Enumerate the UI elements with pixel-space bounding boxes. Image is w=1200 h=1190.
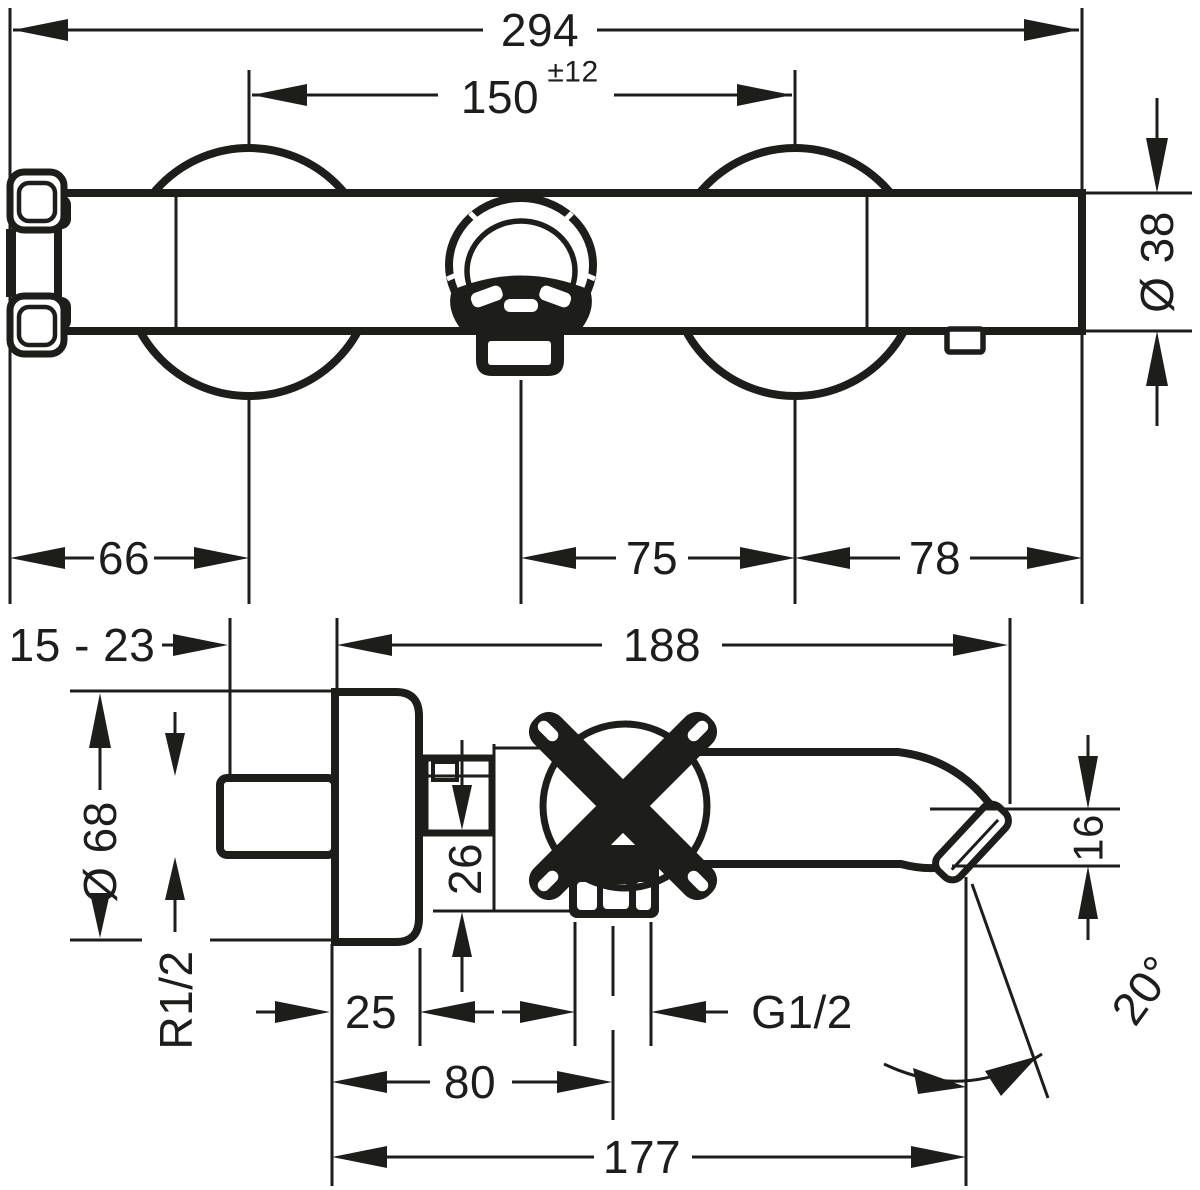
- dim-15-23-label: 15 - 23: [9, 619, 156, 671]
- wall-nipple: [216, 774, 339, 859]
- arrowhead-left: [332, 1146, 387, 1168]
- dim-188: 188: [335, 618, 1012, 804]
- arrowhead-down: [1146, 138, 1168, 193]
- arrowhead-down: [90, 893, 110, 938]
- arrowhead-down: [452, 785, 472, 830]
- arrowhead-right: [1024, 19, 1079, 41]
- dim-20deg: 20°: [883, 883, 1185, 1099]
- dim-g12: G1/2: [502, 922, 853, 1120]
- arrowhead-up: [89, 693, 111, 748]
- arrowhead-right: [911, 1146, 966, 1168]
- arm-slot: [687, 720, 709, 742]
- dim-66-label: 66: [98, 532, 150, 584]
- arrowhead-left: [337, 634, 392, 656]
- arrowhead-down: [1078, 756, 1098, 809]
- arrowhead: [521, 547, 576, 569]
- upper-union-inner: [16, 180, 58, 224]
- dim-68: Ø 68: [70, 689, 332, 942]
- arrowhead: [795, 547, 850, 569]
- grip-slot-right: [539, 285, 572, 308]
- dim-80: 80: [332, 1056, 612, 1108]
- dim-150-tolerance-label: ±12: [547, 56, 598, 89]
- handle-flange-circle: [539, 720, 711, 892]
- arrowhead-arc-left: [913, 1068, 966, 1094]
- dim-15-23: 15 - 23: [9, 619, 228, 671]
- angle-reference-line: [970, 883, 1050, 1099]
- dim-75-label: 75: [626, 532, 678, 584]
- arrowhead-up: [452, 912, 472, 957]
- arm-slot: [687, 870, 709, 892]
- dim-26: 26: [433, 740, 548, 992]
- arrowhead-down: [165, 733, 185, 776]
- wall-union-brackets: [6, 168, 71, 358]
- arrowhead-up: [1078, 866, 1098, 919]
- dim-25: 25: [256, 948, 494, 1046]
- cross-handle: [528, 711, 718, 901]
- arrowhead: [740, 547, 795, 569]
- arm-slot: [537, 870, 559, 892]
- dim-r12-label: R1/2: [150, 950, 202, 1049]
- ring-notches: [445, 211, 597, 282]
- dim-177: 177: [330, 877, 968, 1186]
- arrowhead-right: [953, 634, 1008, 656]
- dim-20deg-label: 20°: [1101, 946, 1185, 1034]
- arrowhead: [10, 547, 65, 569]
- grip-slot-center: [504, 299, 538, 312]
- dim-68-label: Ø 68: [74, 801, 126, 903]
- arm-slot: [537, 720, 559, 742]
- dim-row-66-75-78: 66 75 78: [10, 380, 1082, 604]
- handle-arm-nw-se: [528, 711, 718, 901]
- dim-150-label: 150: [461, 71, 539, 123]
- dim-16: 16: [930, 735, 1120, 940]
- handle-collar-window: [488, 341, 551, 365]
- dim-188-label: 188: [623, 619, 701, 671]
- arrowhead-up: [1146, 331, 1168, 386]
- escutcheon-side: [331, 688, 423, 946]
- dim-294-label: 294: [501, 4, 579, 56]
- dim-38-label: Ø 38: [1131, 211, 1183, 313]
- outlet-slot: [577, 882, 597, 910]
- connector-flat: [431, 760, 459, 782]
- arrowhead-right: [275, 1001, 330, 1023]
- arrowhead: [1027, 547, 1082, 569]
- dim-38: Ø 38: [1086, 98, 1192, 426]
- dim-78-label: 78: [909, 532, 961, 584]
- arrowhead-right: [737, 84, 792, 106]
- dim-150: 150 ±12: [247, 56, 797, 146]
- arrowhead-right: [557, 1071, 612, 1093]
- arrowhead-up: [165, 857, 185, 900]
- arrowhead-left: [13, 19, 68, 41]
- dim-g12-label: G1/2: [751, 986, 853, 1038]
- mouth-inner-line: [950, 818, 1000, 871]
- dim-r12: R1/2: [150, 712, 202, 1050]
- dim-294: 294: [8, 4, 1084, 604]
- arrowhead-left: [651, 1001, 706, 1023]
- side-view: 15 - 23 188 Ø 68: [9, 618, 1185, 1186]
- arrowhead-left: [420, 1001, 475, 1023]
- dim-80-label: 80: [444, 1056, 496, 1108]
- dim-25-label: 25: [345, 986, 397, 1038]
- body-latch-detail: [944, 326, 986, 355]
- dim-177-label: 177: [603, 1131, 681, 1183]
- handle-front: [445, 194, 597, 376]
- grip-slot-left: [470, 285, 503, 308]
- spout-fill: [700, 752, 1003, 872]
- dim-26-label: 26: [439, 843, 491, 895]
- arrowhead-arc-right: [985, 1056, 1038, 1096]
- arrowhead-left: [332, 1071, 387, 1093]
- arrowhead: [173, 634, 228, 656]
- arrowhead-left: [252, 84, 307, 106]
- arrowhead-right: [520, 1001, 575, 1023]
- lower-union-inner: [16, 304, 58, 348]
- arrowhead: [194, 547, 249, 569]
- top-view: 294 150 ±12 Ø 38: [6, 4, 1192, 604]
- dim-16-label: 16: [1065, 814, 1112, 862]
